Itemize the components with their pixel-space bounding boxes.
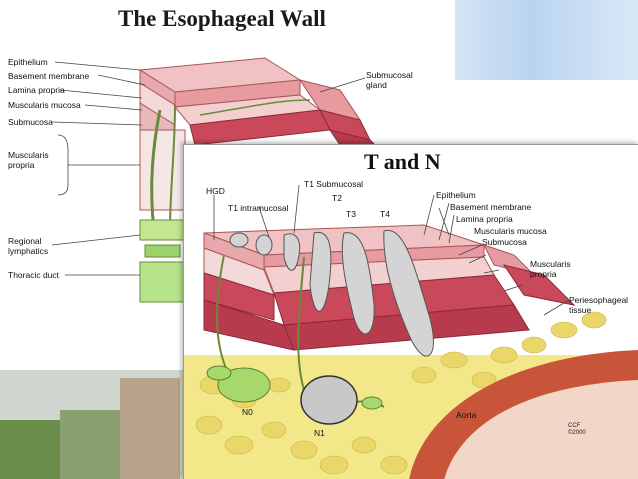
label-n1: N1 — [314, 428, 325, 438]
label-epithelium-2: Epithelium — [436, 190, 476, 200]
label-basement-membrane: Basement membrane — [8, 71, 89, 81]
label-t4: T4 — [380, 209, 390, 219]
label-basement-membrane-2: Basement membrane — [450, 202, 531, 212]
tn-staging-panel: T and N — [183, 144, 638, 479]
label-t3: T3 — [346, 209, 356, 219]
label-muscularis-mucosa-2: Muscularis mucosa — [474, 226, 547, 236]
label-epithelium: Epithelium — [8, 57, 48, 67]
label-t1-intramucosal: T1 intramucosal — [228, 203, 288, 213]
label-lamina-propria: Lamina propria — [8, 85, 65, 95]
label-hgd: HGD — [206, 186, 225, 196]
label-submucosa-2: Submucosa — [482, 237, 527, 247]
label-aorta: Aorta — [456, 410, 476, 420]
label-t1-submucosal: T1 Submucosal — [304, 179, 363, 189]
label-muscularis-mucosa: Muscularis mucosa — [8, 100, 81, 110]
label-submucosa: Submucosa — [8, 117, 53, 127]
label-t2: T2 — [332, 193, 342, 203]
label-lamina-propria-2: Lamina propria — [456, 214, 513, 224]
image-credit: CCF©2000 — [568, 423, 586, 437]
label-thoracic-duct: Thoracic duct — [8, 270, 59, 280]
label-n0: N0 — [242, 407, 253, 417]
